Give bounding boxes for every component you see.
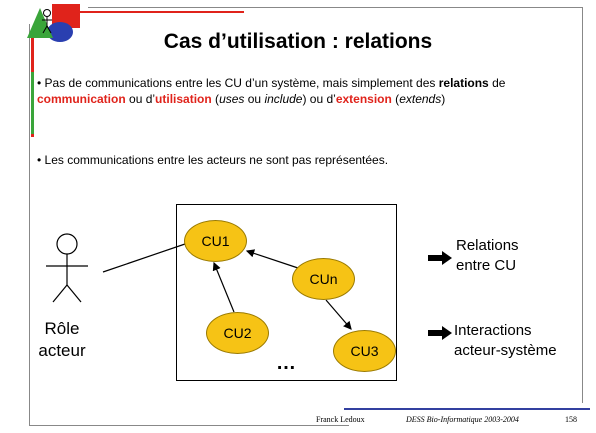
bullet1-text: ) [441, 92, 446, 106]
legend-interactions-line2: acteur-système [454, 342, 557, 359]
use-case-cu2: CU2 [206, 312, 269, 354]
bullet-dot: • [37, 76, 45, 90]
legend-arrow-relations-icon [428, 251, 452, 265]
use-case-cu3: CU3 [333, 330, 396, 372]
bullet1-text: Pas de communications entre les CU d’un … [44, 76, 439, 90]
frame-right-border [582, 7, 583, 403]
shapes-logo-icon [27, 4, 80, 42]
frame-top-border [88, 7, 582, 8]
bullet1-text: ) ou d’ [302, 92, 336, 106]
keyword-communication: communication [37, 92, 126, 106]
footer-rule [344, 408, 590, 410]
footer-page-number: 158 [565, 415, 577, 424]
footer-author: Franck Ledoux [316, 415, 365, 424]
keyword-include: include [264, 92, 303, 106]
ellipsis-more: … [276, 352, 296, 374]
decorative-green-vertical-bar [31, 72, 34, 134]
keyword-relations: relations [438, 76, 489, 90]
bullet-actors: • Les communications entre les acteurs n… [37, 152, 577, 168]
use-case-cu1: CU1 [184, 220, 247, 262]
actor-cu1-association [102, 243, 186, 273]
legend-arrow-interactions-icon [428, 326, 452, 340]
bullet-dot: • [37, 153, 45, 167]
actor-label-line1: Rôle [44, 319, 80, 338]
legend-relations-line1: Relations [456, 237, 519, 254]
frame-bottom-border [29, 425, 349, 426]
bullet1-text: ou [244, 92, 265, 106]
legend-interactions-line1: Interactions [454, 322, 532, 339]
legend-relations-line2: entre CU [456, 257, 517, 274]
cun-to-cu1-arrow [245, 249, 299, 269]
bullet1-text: ( [391, 92, 400, 106]
keyword-extension: extension [335, 92, 392, 106]
bullet2-text: Les communications entre les acteurs ne … [44, 153, 389, 167]
use-case-cun: CUn [292, 258, 355, 300]
bullet1-text: ( [211, 92, 220, 106]
cu2-to-cu1-arrow [212, 261, 235, 313]
keyword-utilisation: utilisation [155, 92, 212, 106]
slide-title: Cas d’utilisation : relations [163, 30, 433, 53]
actor-stick-figure-icon [46, 233, 88, 303]
bullet1-text: de [488, 76, 506, 90]
footer-course: DESS Bio-Informatique 2003-2004 [406, 415, 519, 424]
keyword-extends: extends [399, 92, 442, 106]
keyword-uses: uses [219, 92, 245, 106]
system-boundary-box [176, 204, 397, 381]
bullet1-text: ou d’ [125, 92, 156, 106]
frame-left-border [29, 24, 30, 426]
cun-to-cu3-arrow [325, 299, 352, 330]
actor-label-line2: acteur [38, 341, 86, 360]
decorative-red-line [72, 11, 244, 13]
bullet-relations: • Pas de communications entre les CU d’u… [37, 75, 577, 107]
